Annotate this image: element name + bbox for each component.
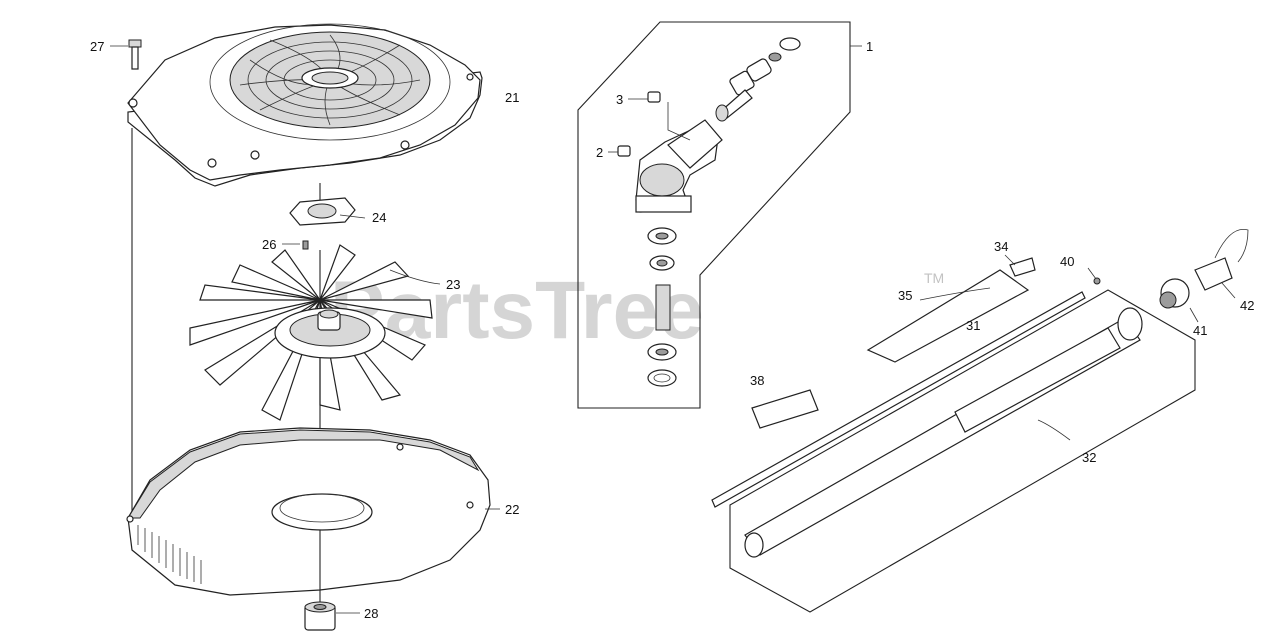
bushing-part-40 [1093,277,1101,285]
decal-part-38 [751,389,819,429]
callout-35: 35 [898,288,912,303]
gearcase-assembly-frame-1 [577,21,851,409]
bushing-part-28 [304,601,336,631]
key-part-26 [302,240,309,250]
decal-part-35 [866,269,1030,363]
clamp-part-41 [1159,278,1190,309]
callout-42: 42 [1240,298,1254,313]
callout-32: 32 [1082,450,1096,465]
callout-34: 34 [994,239,1008,254]
callout-28: 28 [364,606,378,621]
callout-26: 26 [262,237,276,252]
housing-fins [137,525,202,584]
blower-housing-part-22 [126,427,491,596]
bolt-part-27 [128,39,142,70]
callout-1: 1 [866,39,873,54]
callout-41: 41 [1193,323,1207,338]
callout-27: 27 [90,39,104,54]
hanger-part-42 [1194,228,1249,291]
callout-40: 40 [1060,254,1074,269]
watermark-trademark: TM [924,270,944,286]
callout-labels: 27 21 24 26 23 22 28 1 3 2 34 35 31 40 4… [90,39,1254,621]
driveshaft-part-31 [711,291,1086,508]
decal-part-34 [1009,257,1036,277]
leader-lines [110,45,1236,614]
callout-23: 23 [446,277,460,292]
gearcase-assembly-parts [617,37,801,387]
fan-part-23 [189,244,433,421]
callout-2: 2 [596,145,603,160]
shaft-tube-frame [729,289,1196,613]
fan-cover-part-21 [127,23,483,187]
callout-24: 24 [372,210,386,225]
callout-21: 21 [505,90,519,105]
callout-38: 38 [750,373,764,388]
callout-3: 3 [616,92,623,107]
callout-31: 31 [966,318,980,333]
callout-22: 22 [505,502,519,517]
tube-part-32 [744,307,1143,558]
plate-part-24 [289,197,356,226]
